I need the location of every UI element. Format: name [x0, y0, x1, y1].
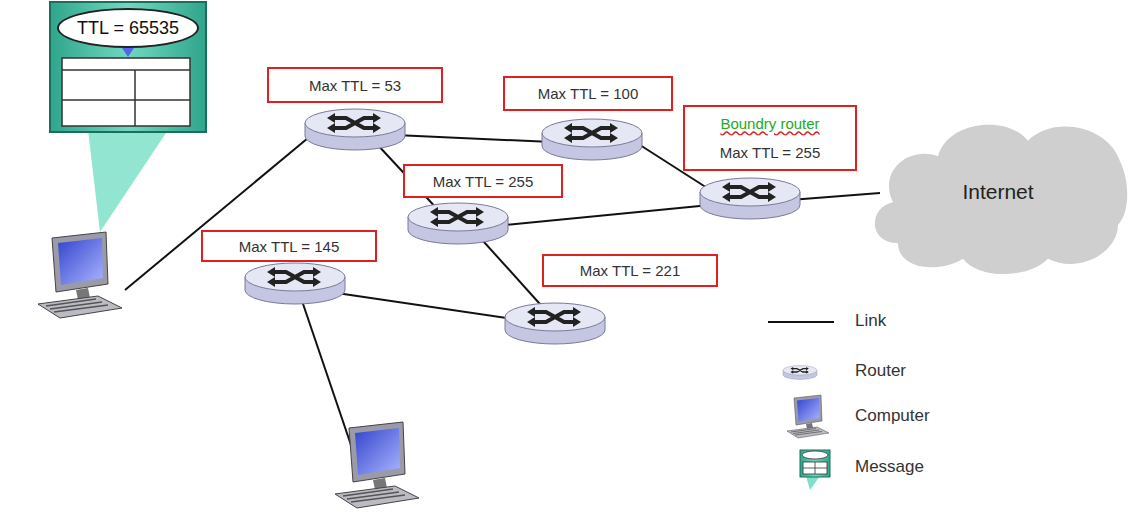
- message-ttl-oval: TTL = 65535: [57, 8, 199, 48]
- cloud-outline: [875, 125, 1127, 274]
- node-text: Max TTL = 145: [239, 238, 339, 255]
- node-text: Max TTL = 255: [433, 173, 533, 190]
- node-text: Max TTL = 53: [309, 77, 401, 94]
- legend-text: Link: [855, 311, 886, 331]
- legend-text: Computer: [855, 406, 930, 426]
- boundary-router-label-box: Boundry routerMax TTL = 255: [683, 105, 857, 171]
- router-label-box: Max TTL = 145: [201, 230, 377, 262]
- node-text: Max TTL = 100: [538, 85, 638, 102]
- internet-cloud: Internet: [868, 110, 1128, 274]
- node-text: Max TTL = 255: [720, 144, 820, 161]
- router-label-box: Max TTL = 53: [267, 67, 443, 103]
- node-text: Boundry router: [720, 115, 819, 132]
- node-text: Max TTL = 221: [580, 262, 680, 279]
- router-label-box: Max TTL = 221: [542, 254, 718, 287]
- node-text: TTL = 65535: [77, 18, 179, 39]
- legend-text: Message: [855, 457, 924, 477]
- router-label-box: Max TTL = 100: [503, 76, 673, 111]
- legend-text: Router: [855, 361, 906, 381]
- router-label-box: Max TTL = 255: [403, 164, 563, 198]
- cloud-label: Internet: [962, 180, 1033, 204]
